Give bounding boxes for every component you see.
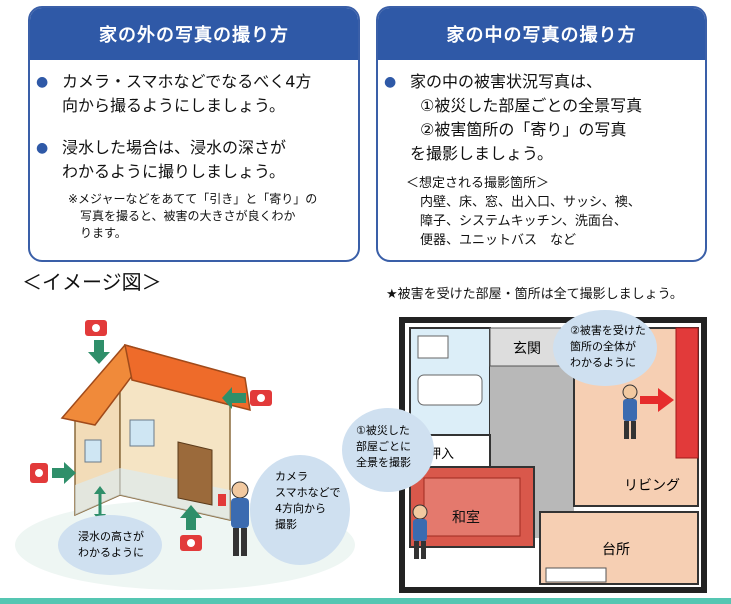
interior-panel-title: 家の中の写真の撮り方 (378, 8, 705, 60)
exterior-note-line-2: 写真を撮ると、被害の大きさが良くわか (80, 209, 296, 223)
bathtub-icon (417, 374, 483, 406)
exterior-note: ※メジャーなどをあてて「引き」と「寄り」の 写真を撮ると、被害の大きさが良くわか… (68, 191, 317, 242)
bubble-damage-line-1: ②被害を受けた (570, 323, 646, 337)
bubble-water-line-1: 浸水の高さが (78, 529, 144, 543)
house-window (84, 439, 102, 463)
bubble-room-line-1: ①被災した (356, 424, 410, 437)
label-living: リビング (624, 478, 680, 494)
bubble-shape (250, 455, 350, 565)
arrow-up-icon (180, 505, 202, 530)
interior-bullet-line-1: 家の中の被害状況写真は、 (410, 72, 603, 91)
person-body (231, 498, 249, 528)
house-illustration: カメラ スマホなどで 4方向から 撮影 浸水の高さが わかるように (15, 320, 355, 590)
person-leg (624, 421, 629, 439)
exterior-panel-title: 家の外の写真の撮り方 (30, 8, 358, 60)
bubble-camera-line-2: スマホなどで (275, 486, 340, 499)
person-leg (414, 541, 419, 559)
camera-top (85, 320, 110, 364)
bubble-damage-line-3: わかるように (570, 356, 636, 369)
bubble-damage-line-2: 箇所の全体が (570, 339, 636, 353)
camera-right (222, 387, 272, 409)
exterior-bullet-1: ● カメラ・スマホなどでなるべく4方 向から撮るようにしましょう。 (30, 70, 311, 118)
label-entrance: 玄関 (513, 340, 541, 357)
bubble-water-height: 浸水の高さが わかるように (58, 515, 162, 575)
arrow-right-icon (52, 462, 76, 484)
interior-bullet-line-4: を撮影しましょう。 (410, 144, 554, 163)
bubble-damage-area: ②被害を受けた 箇所の全体が わかるように (553, 310, 657, 386)
expected-locations: ＜想定される撮影箇所＞ 内壁、床、窓、出入口、サッシ、襖、 障子、システムキッチ… (406, 174, 641, 250)
person-leg (421, 541, 426, 559)
camera-lens (35, 469, 43, 477)
camera-lens (257, 394, 265, 402)
exterior-note-line-3: ります。 (80, 226, 127, 240)
person-washitsu (412, 504, 428, 559)
house-door (177, 441, 213, 506)
exterior-bullet-2: ● 浸水した場合は、浸水の深さが わかるように撮りしましょう。 (30, 136, 286, 184)
exterior-bullet-1-line-1: カメラ・スマホなどでなるべく4方 (62, 72, 312, 91)
phone-icon (218, 494, 226, 506)
tatami-mats (423, 477, 521, 537)
bubble-room-overview: ①被災した 部屋ごとに 全景を撮影 (342, 408, 434, 492)
bubble-camera-line-4: 撮影 (275, 517, 297, 531)
label-washitsu: 和室 (452, 509, 480, 526)
expected-locations-heading: ＜想定される撮影箇所＞ (406, 176, 550, 191)
exterior-photo-panel: 家の外の写真の撮り方 ● カメラ・スマホなどでなるべく4方 向から撮るようにしま… (28, 6, 360, 262)
interior-bullet-line-3: ②被害箇所の「寄り」の写真 (420, 120, 627, 139)
exterior-note-line-1: ※メジャーなどをあてて「引き」と「寄り」の (68, 192, 318, 206)
exterior-bullet-2-line-2: わかるように撮りしましょう。 (62, 162, 286, 181)
person-head (622, 384, 638, 400)
camera-bottom (180, 505, 202, 551)
camera-lens (92, 324, 100, 332)
exterior-bullet-2-line-1: 浸水した場合は、浸水の深さが (62, 138, 287, 157)
bullet-dot-icon: ● (36, 140, 49, 156)
kitchen-counter-icon (545, 567, 607, 583)
damaged-wall-highlight (675, 327, 699, 459)
interior-bullet-line-2: ①被災した部屋ごとの全景写真 (420, 96, 643, 115)
camera-lens (187, 539, 195, 547)
house-window (129, 419, 155, 447)
bubble-shape (553, 310, 657, 386)
toilet-icon (417, 335, 449, 359)
person-head (231, 481, 249, 499)
arrow-left-icon (222, 387, 246, 409)
person-photographer (218, 481, 249, 556)
bullet-dot-icon: ● (36, 74, 49, 90)
label-closet: 押入 (428, 447, 454, 462)
bubble-camera-line-1: カメラ (275, 470, 308, 483)
house-roof-front (124, 343, 251, 412)
bubble-shape (58, 515, 162, 575)
bullet-dot-icon: ● (384, 74, 397, 90)
expected-locations-line-2: 障子、システムキッチン、洗面台、 (420, 214, 627, 229)
image-section-title: ＜イメージ図＞ (22, 270, 162, 294)
bottom-accent-bar (0, 598, 731, 604)
bubble-water-line-2: わかるように (78, 546, 144, 559)
bubble-camera-line-3: 4方向から (275, 501, 326, 515)
camera-left (30, 462, 76, 484)
all-damage-note: ★被害を受けた部屋・箇所は全て撮影しましょう。 (386, 287, 683, 302)
exterior-bullet-1-line-2: 向から撮るようにしましょう。 (62, 96, 286, 115)
expected-locations-line-1: 内壁、床、窓、出入口、サッシ、襖、 (420, 195, 641, 210)
interior-bullet-1: ● 家の中の被害状況写真は、 ①被災した部屋ごとの全景写真 ②被害箇所の「寄り」… (378, 70, 642, 166)
bubble-shape (342, 408, 434, 492)
bubble-room-line-2: 部屋ごとに (356, 439, 411, 453)
person-head (412, 504, 428, 520)
arrow-down-icon (88, 340, 110, 364)
person-leg (631, 421, 636, 439)
person-body (413, 519, 427, 541)
bubble-room-line-3: 全景を撮影 (356, 455, 411, 469)
person-living (622, 384, 638, 439)
person-leg (241, 528, 247, 556)
floor-plan-illustration: 玄関 押入 和室 リビング 台所 ①被災した 部屋ごとに 全景を撮影 ②被害を受… (342, 310, 707, 593)
person-leg (233, 528, 239, 556)
arrow-right-icon (640, 388, 674, 412)
interior-photo-panel: 家の中の写真の撮り方 ● 家の中の被害状況写真は、 ①被災した部屋ごとの全景写真… (376, 6, 707, 262)
label-kitchen: 台所 (602, 542, 630, 558)
bubble-camera-directions: カメラ スマホなどで 4方向から 撮影 (250, 455, 350, 565)
arrow-up-icon (94, 486, 106, 494)
person-body (623, 399, 637, 421)
expected-locations-line-3: 便器、ユニットバス など (420, 233, 577, 248)
